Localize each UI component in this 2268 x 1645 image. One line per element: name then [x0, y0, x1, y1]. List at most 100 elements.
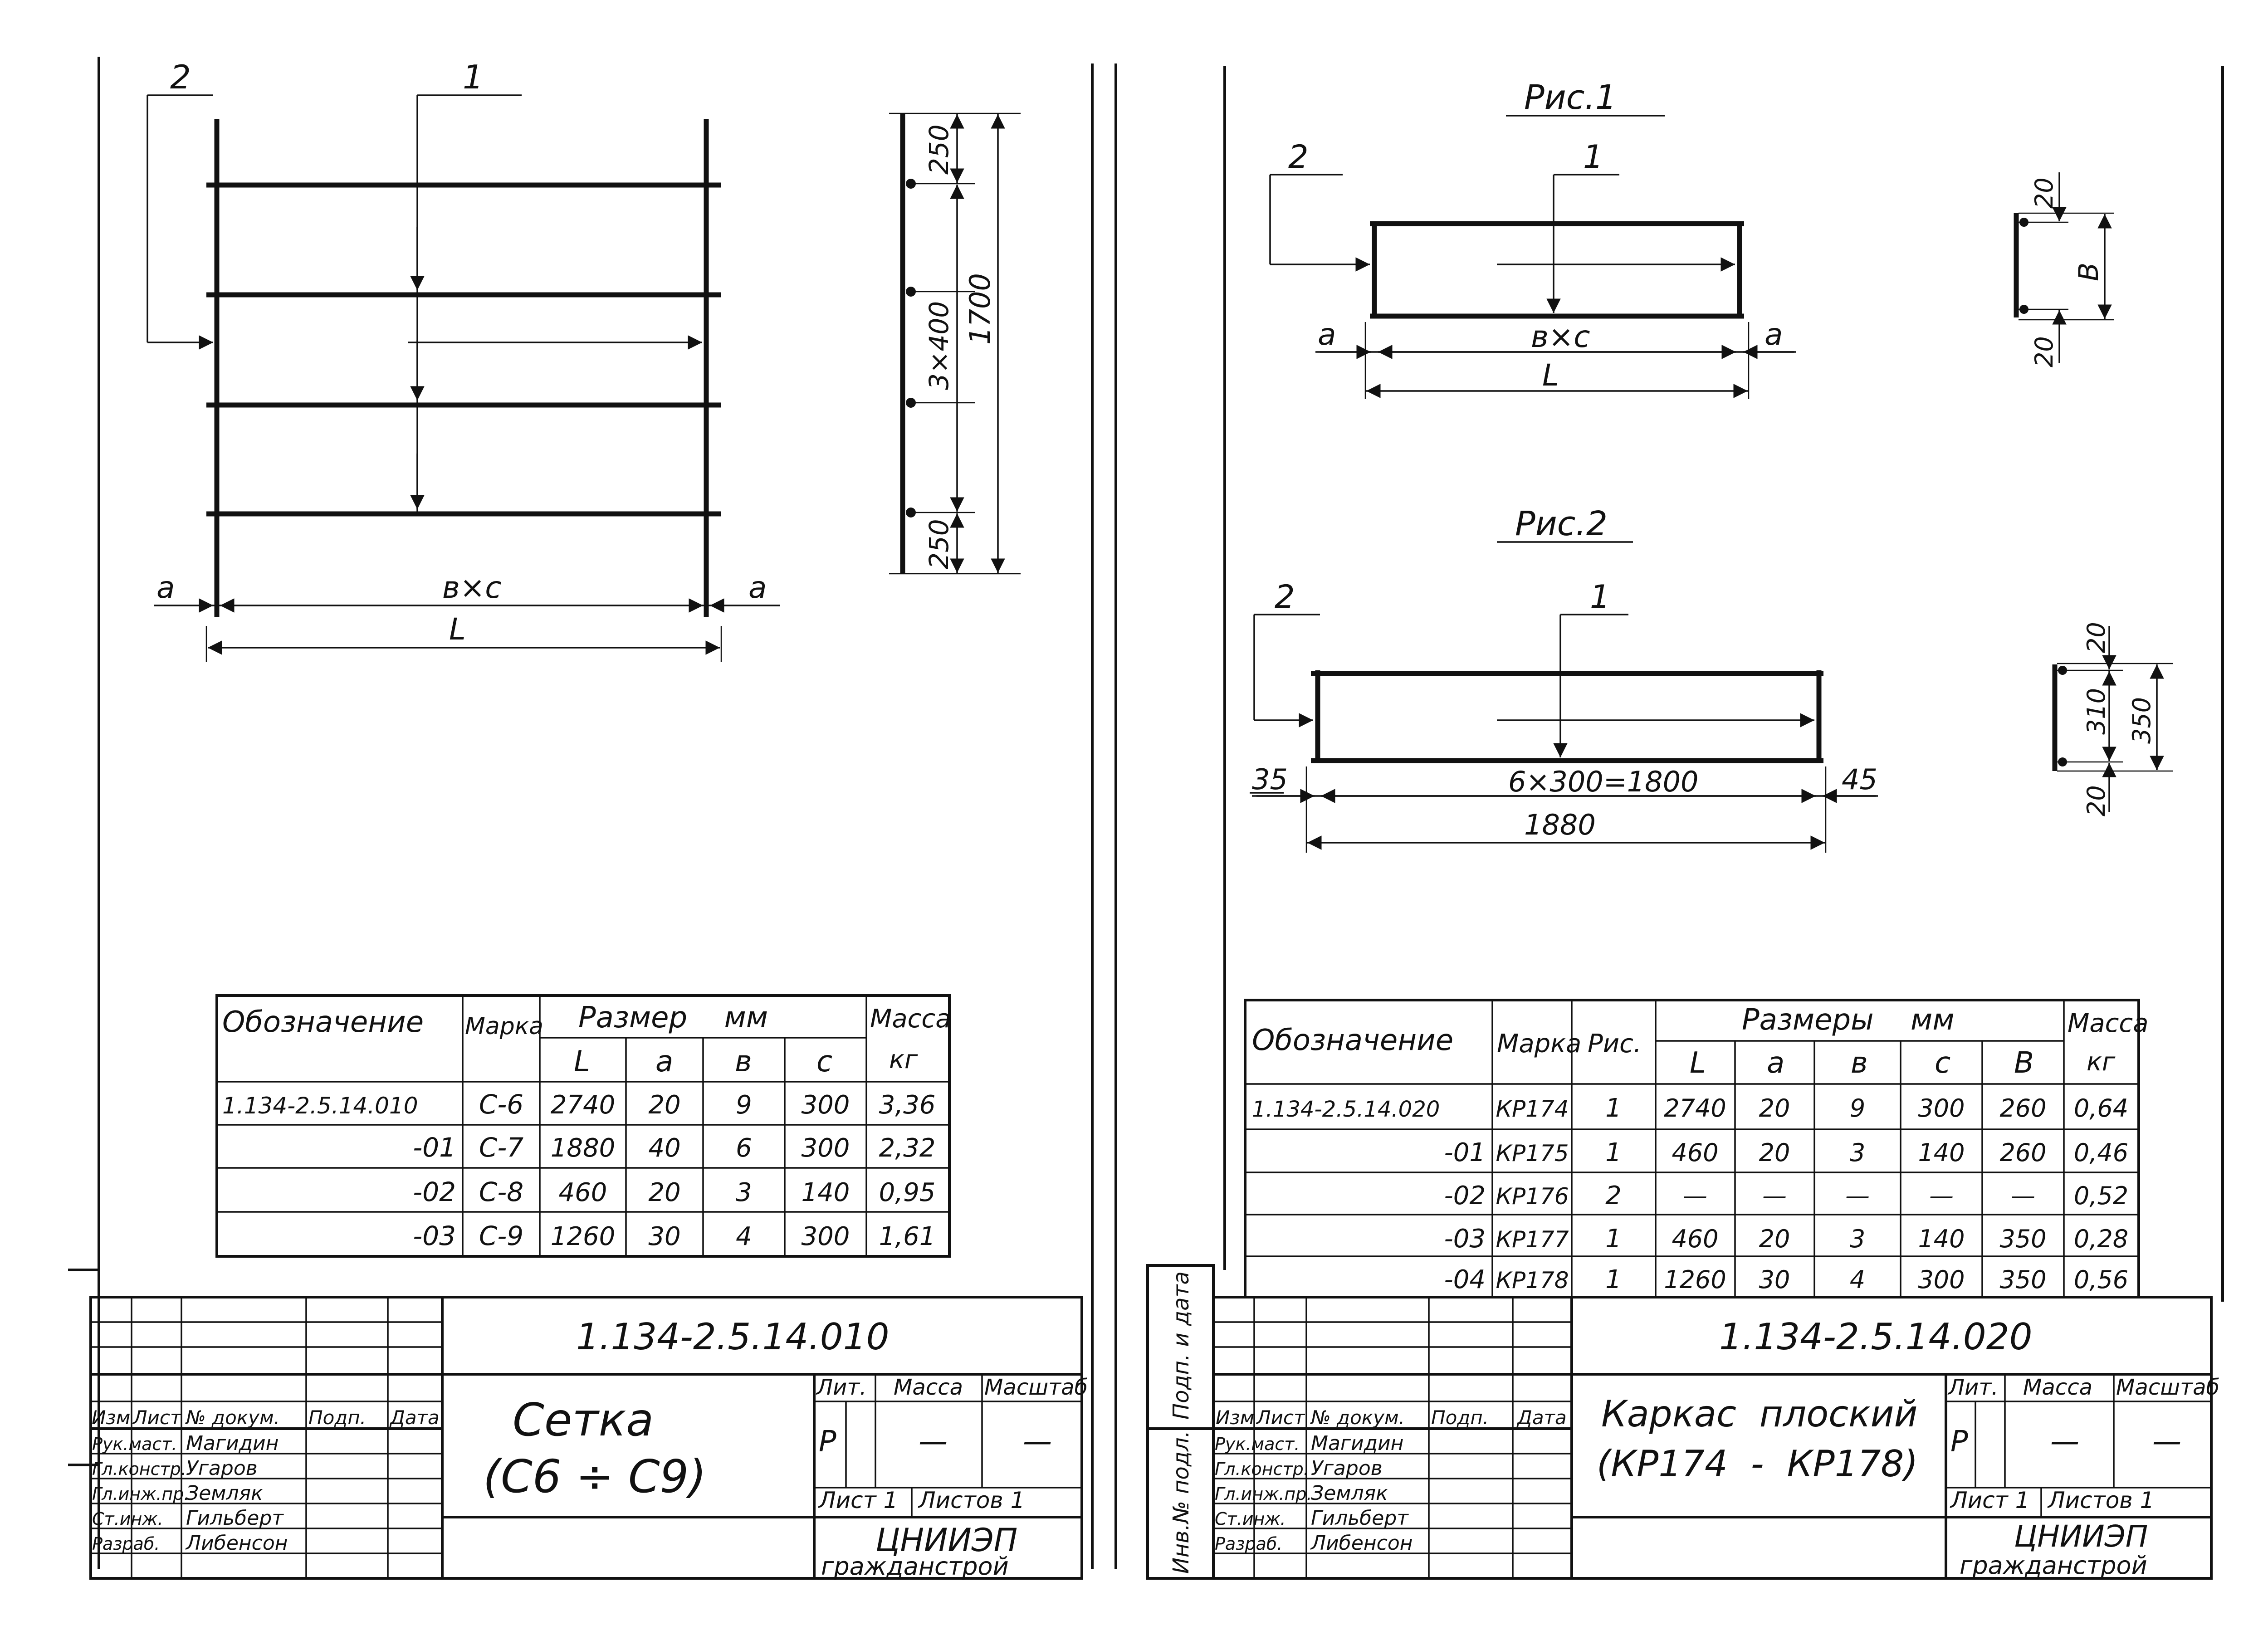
frame-cell-b: 3 — [1850, 1138, 1865, 1167]
mesh-cell-designation: 1.134-2.5.14.010 — [222, 1093, 418, 1119]
frame-cell-designation: -03 — [1444, 1224, 1486, 1254]
fig2-title: Рис.2 — [1515, 504, 1608, 543]
mesh-col-dokum: № докум. — [185, 1406, 280, 1429]
fig2-callout-1: 1 — [1590, 578, 1610, 615]
fig1-dim-B: В — [2073, 263, 2105, 281]
signatory-role: Ст.инж. — [92, 1509, 163, 1529]
signatory-role: Разраб. — [92, 1534, 160, 1554]
mesh-th-L: L — [574, 1045, 590, 1079]
fig1-label-a-right: a — [1765, 317, 1783, 352]
frame-th-a: a — [1767, 1046, 1784, 1080]
mesh-cell-a: 40 — [648, 1133, 680, 1163]
frame-scale-label: Масштаб — [2116, 1375, 2219, 1400]
frame-cell-mark: КР174 — [1496, 1096, 1569, 1122]
frame-cell-L: — — [1683, 1181, 1707, 1210]
frame-col-dokum: № докум. — [1310, 1406, 1405, 1429]
mesh-scale-value: — — [1023, 1425, 1052, 1459]
frame-cell-a: 20 — [1759, 1094, 1790, 1123]
mesh-cell-mark: С-7 — [479, 1132, 523, 1163]
frame-col-data: Дата — [1516, 1406, 1567, 1429]
frame-col-podp: Подп. — [1431, 1406, 1489, 1429]
mesh-cell-a: 20 — [648, 1090, 680, 1120]
mesh-cell-b: 9 — [736, 1090, 752, 1120]
fig2-dim-35: 35 — [1252, 763, 1288, 796]
mesh-lit-label: Лит. — [816, 1375, 867, 1400]
mesh-cell-designation: -02 — [413, 1176, 456, 1207]
mesh-col-izm: Изм — [92, 1406, 130, 1429]
signatory-role: Рук.маст. — [1215, 1434, 1300, 1454]
mesh-scale-label: Масштаб — [984, 1375, 1088, 1400]
signatory-role: Разраб. — [1215, 1534, 1282, 1554]
frame-cell-mark: КР177 — [1496, 1226, 1569, 1253]
frame-lit-label: Лит. — [1947, 1375, 1999, 1400]
frame-cell-a: — — [1762, 1181, 1787, 1210]
mesh-cell-mark: С-6 — [479, 1089, 523, 1120]
frame-cell-c: — — [1929, 1181, 1954, 1210]
fig2-dim-1880: 1880 — [1524, 808, 1596, 841]
frame-cell-fig: 2 — [1605, 1181, 1622, 1211]
frame-cell-mark: КР176 — [1496, 1183, 1569, 1210]
signatory-name: Угаров — [1311, 1457, 1383, 1480]
frame-cell-L: 460 — [1672, 1138, 1718, 1167]
frame-cell-mark: КР178 — [1496, 1267, 1569, 1294]
mesh-dim-3x400: 3×400 — [924, 301, 954, 390]
frame-cell-mark: КР175 — [1496, 1140, 1569, 1167]
mesh-title-line1: Сетка — [513, 1393, 654, 1446]
frame-cell-c: 140 — [1918, 1138, 1965, 1167]
mesh-dim-250-top: 250 — [924, 124, 954, 175]
mesh-cell-c: 140 — [802, 1178, 850, 1207]
mesh-org-sub: гражданстрой — [821, 1552, 1009, 1581]
frame-org: ЦНИИЭП — [2014, 1519, 2148, 1554]
fig2-dim-20-bottom: 20 — [2082, 785, 2111, 816]
frame-th-fig: Рис. — [1588, 1029, 1642, 1059]
signatory-name: Либенсон — [1310, 1532, 1413, 1555]
mesh-cell-mass: 3,36 — [879, 1090, 936, 1120]
frame-mass-value: — — [2050, 1425, 2079, 1459]
fig1-title: Рис.1 — [1524, 78, 1617, 117]
signatory-role: Гл.констр. — [1215, 1459, 1309, 1479]
signatory-role: Ст.инж. — [1215, 1509, 1286, 1529]
signatory-role: Рук.маст. — [92, 1434, 177, 1454]
frame-th-mark: Марка — [1497, 1029, 1581, 1059]
frame-cell-fig: 1 — [1605, 1138, 1622, 1167]
mesh-cell-b: 6 — [736, 1133, 752, 1163]
frame-cell-a: 30 — [1759, 1265, 1790, 1294]
frame-cell-L: 460 — [1672, 1225, 1718, 1253]
mesh-cell-c: 300 — [802, 1090, 850, 1120]
frame-col-izm: Изм — [1216, 1406, 1254, 1429]
signatory-name: Гильберт — [186, 1507, 284, 1530]
frame-cell-mass: 0,64 — [2074, 1094, 2128, 1123]
mesh-cell-L: 460 — [559, 1178, 607, 1207]
frame-cell-a: 20 — [1759, 1225, 1790, 1253]
fig2-dim-20-top: 20 — [2082, 622, 2111, 653]
mesh-sheet-label: Лист 1 — [818, 1487, 898, 1513]
mesh-drawing: 1 2 a a в×с L 250 3×400 — [147, 58, 1021, 662]
frame-cell-fig: 1 — [1605, 1265, 1622, 1294]
signatory-name: Магидин — [1311, 1432, 1403, 1455]
mesh-cell-mass: 1,61 — [879, 1222, 936, 1251]
signatory-name: Земляк — [1311, 1482, 1388, 1505]
frame-th-L: L — [1690, 1046, 1706, 1080]
frame-th-B: В — [2014, 1046, 2034, 1080]
mesh-cell-designation: -03 — [413, 1220, 456, 1251]
sheet-frame — [68, 57, 2224, 1569]
frame-cell-B: 260 — [1999, 1094, 2046, 1123]
mesh-th-a: a — [655, 1045, 673, 1079]
mesh-col-podp: Подп. — [308, 1406, 366, 1429]
frame-sheet-label: Лист 1 — [1950, 1487, 2029, 1513]
mesh-cell-mass: 0,95 — [879, 1178, 936, 1207]
frame-cell-L: 1260 — [1664, 1265, 1726, 1294]
frame-fig2: Рис.2 1 2 35 6×300=1800 45 1880 — [1250, 504, 2173, 853]
signatory-name: Либенсон — [185, 1532, 288, 1555]
mesh-th-designation: Обозначение — [222, 1006, 424, 1039]
frame-th-mass-unit: кг — [2087, 1047, 2116, 1077]
frame-sheets-label: Листов 1 — [2047, 1487, 2154, 1513]
fig1-label-L: L — [1542, 358, 1559, 393]
frame-cell-b: — — [1845, 1181, 1870, 1210]
frame-cell-c: 140 — [1918, 1225, 1965, 1253]
mesh-cell-b: 3 — [736, 1178, 752, 1207]
mesh-th-b: в — [735, 1045, 752, 1079]
frame-title-line1: Каркас плоский — [1601, 1393, 1917, 1435]
mesh-doc-number: 1.134-2.5.14.010 — [576, 1316, 889, 1358]
fig2-dim-45: 45 — [1842, 763, 1877, 796]
